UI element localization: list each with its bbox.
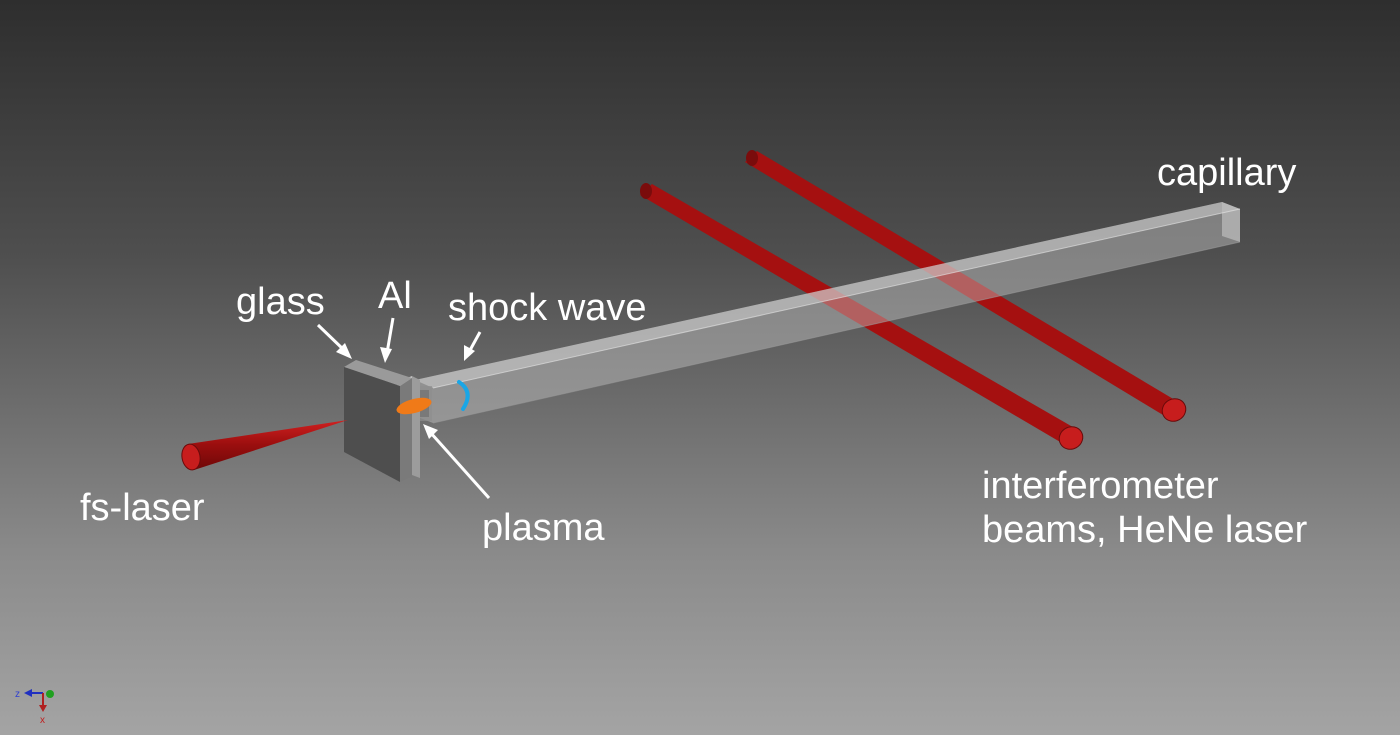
shock-wave-label: shock wave xyxy=(448,287,647,329)
fs-laser-label: fs-laser xyxy=(80,487,205,529)
plasma-arrow xyxy=(423,424,491,499)
axis-triad: z x xyxy=(15,689,54,726)
glass-label: glass xyxy=(236,281,325,323)
al-label: Al xyxy=(378,275,412,317)
interferometer-beam-back xyxy=(745,150,1187,422)
interferometer-label: interferometer beams, HeNe laser xyxy=(982,464,1307,552)
shock-wave-arc xyxy=(457,380,470,411)
interferometer-label-line2: beams, HeNe laser xyxy=(982,509,1308,551)
capillary-label: capillary xyxy=(1157,152,1297,194)
axis-x-label: x xyxy=(40,715,45,726)
interferometer-label-line1: interferometer xyxy=(982,465,1219,507)
plasma-label: plasma xyxy=(482,507,605,549)
al-arrow xyxy=(380,317,395,363)
interferometer-beam-front xyxy=(640,183,1084,450)
axis-z-label: z xyxy=(15,689,20,700)
capillary-tube xyxy=(415,202,1241,424)
glass-plate xyxy=(344,360,412,482)
plasma-spot xyxy=(396,397,432,415)
annotation-arrows xyxy=(316,317,491,499)
fs-laser-beam xyxy=(181,420,348,471)
glass-arrow xyxy=(316,323,352,359)
shock-wave-arrow xyxy=(464,331,482,361)
